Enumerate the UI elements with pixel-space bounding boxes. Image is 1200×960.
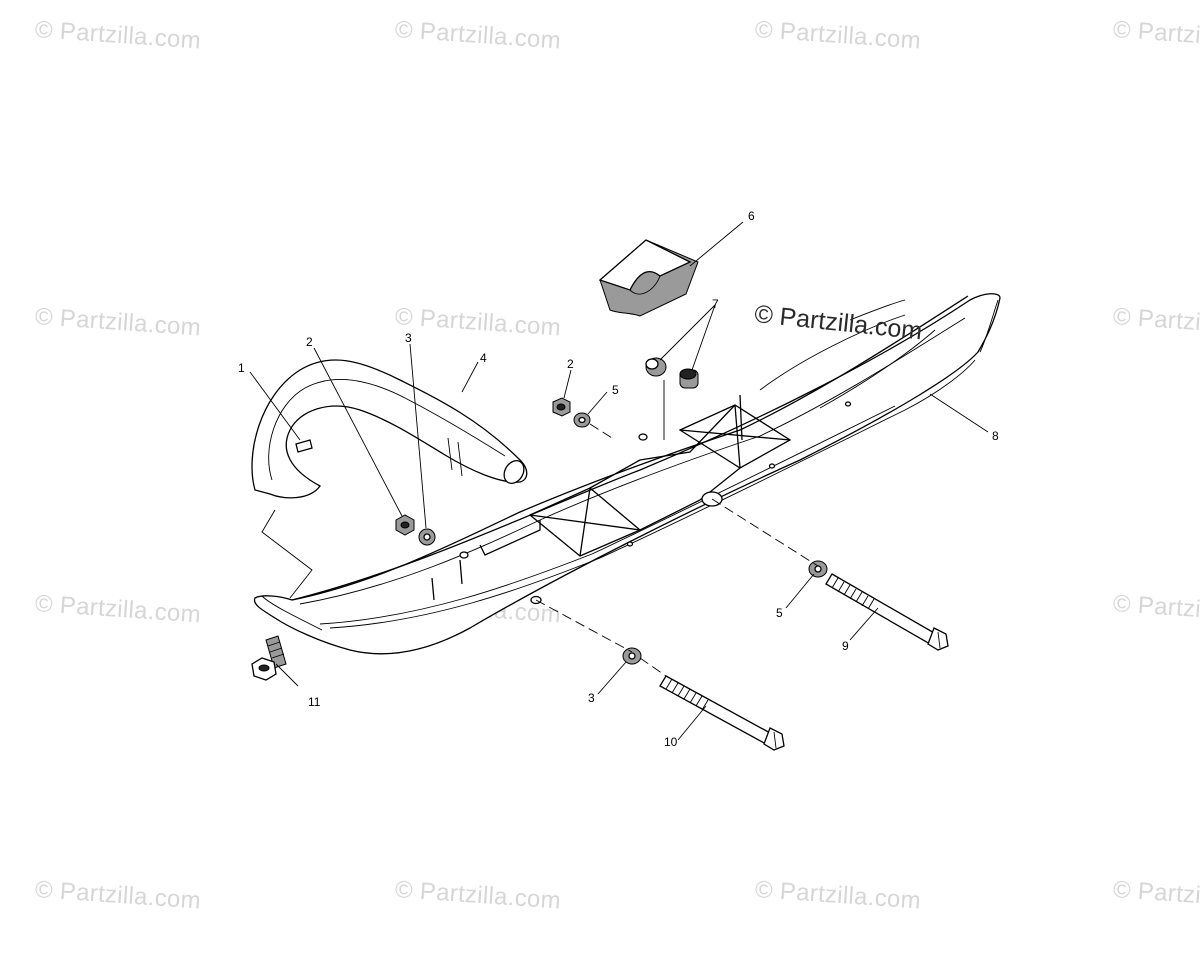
screw-part-11 <box>251 635 287 681</box>
alignment-lines <box>261 380 819 677</box>
hardware <box>395 397 828 665</box>
callout-10: 10 <box>664 735 678 749</box>
bushings-part-7 <box>645 357 699 389</box>
callout-5: 5 <box>776 606 783 620</box>
callout-3: 3 <box>588 691 595 705</box>
bolt-part-10 <box>659 675 785 751</box>
callout-2: 2 <box>567 357 574 371</box>
callout-3: 3 <box>405 331 412 345</box>
callout-7: 7 <box>712 297 719 311</box>
callout-5: 5 <box>612 383 619 397</box>
callout-11: 11 <box>308 695 321 709</box>
bolt-part-9 <box>825 573 949 651</box>
ski-handle-part-4 <box>251 359 528 499</box>
callout-1: 1 <box>238 361 245 375</box>
leader-lines <box>249 221 989 741</box>
callout-8: 8 <box>992 429 999 443</box>
pad-part-6 <box>598 239 699 317</box>
callout-4: 4 <box>480 351 487 365</box>
callout-9: 9 <box>842 639 849 653</box>
ski-part-8 <box>253 293 1001 655</box>
callout-6: 6 <box>748 209 755 223</box>
callout-2: 2 <box>306 335 313 349</box>
